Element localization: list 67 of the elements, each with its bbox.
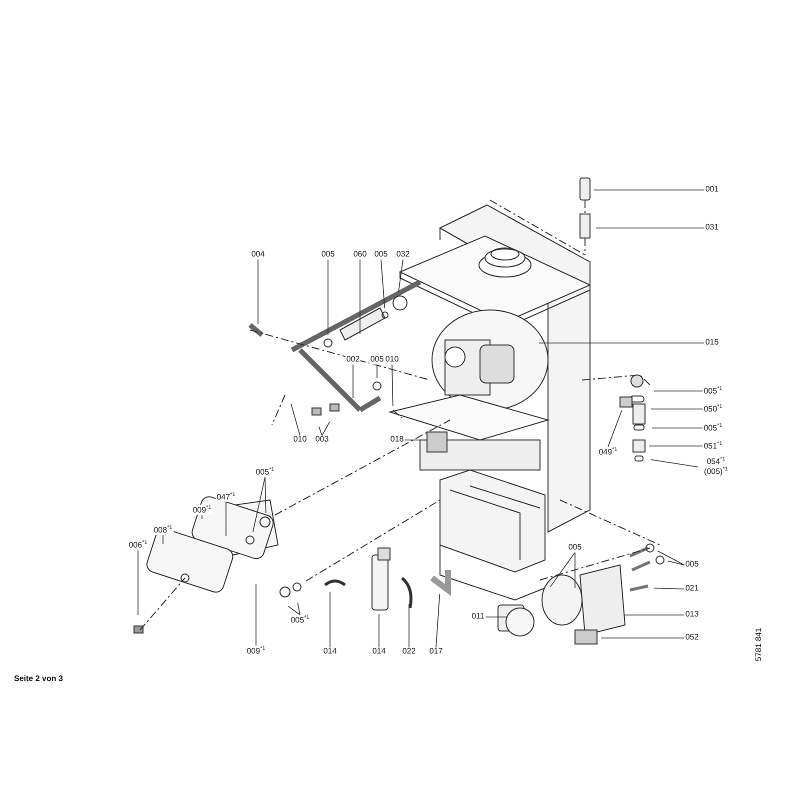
callout-number: 005$^{*1}$ [290,614,310,626]
callout-number: 003 [314,436,330,444]
callout-number: 004 [250,250,266,260]
leader-line [392,364,394,406]
callout-number: 021 [684,584,700,594]
leader-line [322,422,330,436]
callout-number: 005$^{*1}$ [254,466,276,478]
callout-number: 011 [470,612,486,622]
leader-line [288,606,300,616]
leader-line [352,364,354,398]
leader-line [624,614,685,616]
leader-line [538,342,705,344]
callout-number: 022 [401,648,417,656]
leader-line [650,408,704,410]
callout-number: 005 [684,560,700,570]
callout-number: 049$^{*1}$ [598,446,618,458]
callout-number: 009$^{*1}$ [246,646,266,656]
callout-number: 006$^{*1}$ [128,540,148,550]
leader-line [657,550,685,566]
callout-number: 015 [704,338,720,348]
page-number: Seite 2 von 3 [14,674,63,683]
leader-line [398,259,404,292]
callout-number: 051$^{*1}$ [702,440,724,452]
callout-number: 031 [704,224,720,232]
callout-number: 005 [320,250,336,260]
leader-line [318,426,322,436]
callout-number: 050$^{*1}$ [702,404,724,414]
callout-number: 005 [567,544,583,552]
leader-line [654,588,685,590]
callout-number: 010 [384,356,400,364]
leader-line [436,594,440,648]
leader-line [264,476,266,514]
leader-line [574,552,576,588]
callout-number: 017 [428,648,444,656]
callout-number: 001 [704,186,720,194]
callout-number: 005 [373,250,389,260]
leader-line [378,614,380,648]
callout-number: 018 [389,436,405,444]
callout-number: 014 [371,648,387,656]
leader-line [650,459,698,468]
callout-number: 002 [345,356,361,364]
leader-line [162,534,164,544]
leader-line [290,404,300,436]
leader-line [297,602,300,616]
leader-line [654,390,704,392]
leader-line [380,259,386,308]
callout-number: 010 [292,436,308,444]
leader-line [252,476,266,532]
callout-number: 047$^{*1}$ [216,492,236,502]
callout-number: 013 [684,610,700,620]
callout-number: 005 [369,356,385,364]
leader-line [485,616,508,618]
callout-number: 009$^{*1}$ [192,504,212,516]
leader-line [608,410,622,448]
node-label: 054$^{*1}$ (005)$^{*1}$ [704,456,728,477]
leader-line [408,604,410,648]
leader-line [668,560,685,566]
leader-line [376,364,378,378]
drawing-number: 5781 841 [754,628,764,662]
callout-number: 060 [352,250,368,260]
callout-number: 005$^{*1}$ [702,422,724,434]
callout-number: 014 [322,648,338,656]
callout-number: 005$^{*1}$ [702,386,724,396]
callout-number: 032 [395,250,411,260]
callout-number: 008$^{*1}$ [152,524,174,536]
leader-line [550,552,576,588]
callout-number: 052 [684,634,700,642]
